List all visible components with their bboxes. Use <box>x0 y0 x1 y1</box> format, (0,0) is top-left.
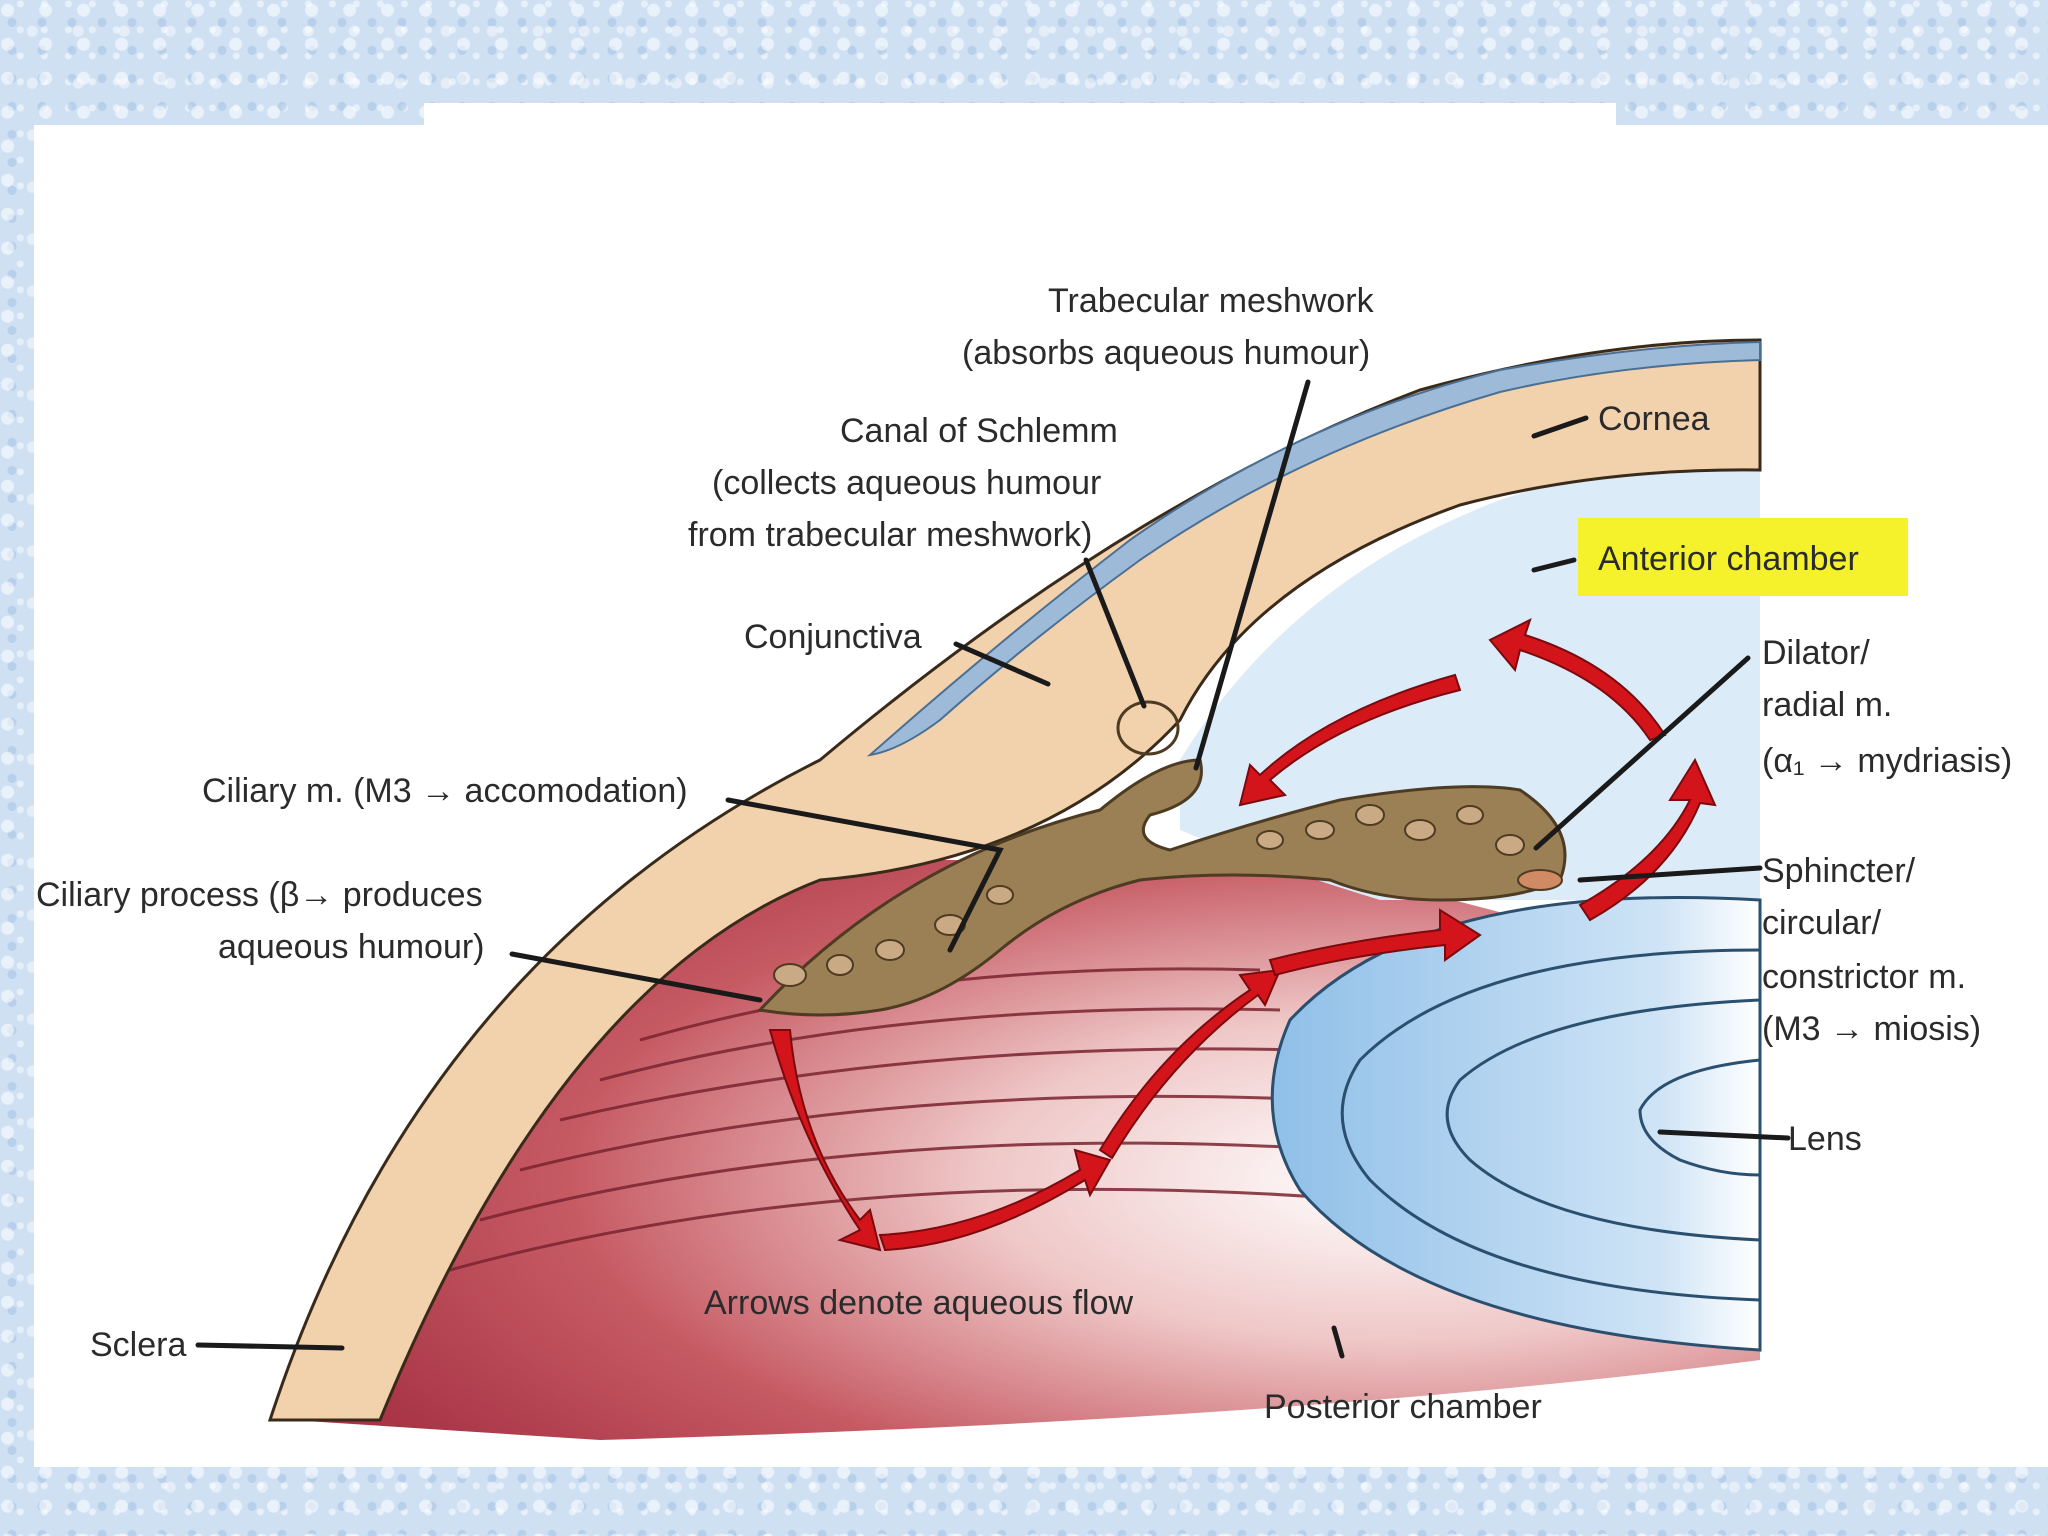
label-schlemm-line2: (collects aqueous humour <box>712 464 1101 502</box>
label-posterior-chamber: Posterior chamber <box>1264 1388 1542 1426</box>
label-sphincter-line3: constrictor m. <box>1762 958 1966 996</box>
label-schlemm-line3: from trabecular meshwork) <box>688 516 1092 554</box>
label-sclera: Sclera <box>90 1326 186 1364</box>
label-trabecular-line2: (absorbs aqueous humour) <box>962 334 1370 372</box>
pigment-granules <box>773 804 1563 987</box>
label-dilator-line2: radial m. <box>1762 686 1892 724</box>
label-ciliary-process-line1: Ciliary process (β→ produces <box>36 876 483 914</box>
label-sphincter-line4: (M3 → miosis) <box>1762 1010 1981 1048</box>
label-dilator-line3: (α₁ → mydriasis) <box>1762 742 2012 780</box>
anterior-chamber-highlight <box>1578 518 1908 596</box>
sclera-cornea-band <box>267 338 1762 1422</box>
label-anterior-chamber: Anterior chamber <box>1598 540 1859 578</box>
conjunctiva-layer <box>866 340 1761 757</box>
label-schlemm-line1: Canal of Schlemm <box>840 412 1118 450</box>
label-cornea: Cornea <box>1598 400 1710 438</box>
label-lens: Lens <box>1788 1120 1862 1158</box>
aqueous-flow-arrows <box>768 618 1717 1252</box>
label-ciliary-muscle: Ciliary m. (M3 → accomodation) <box>202 772 688 810</box>
label-trabecular-line1: Trabecular meshwork <box>1048 282 1375 320</box>
label-conjunctiva: Conjunctiva <box>744 618 922 656</box>
label-arrows-note: Arrows denote aqueous flow <box>704 1284 1133 1322</box>
label-sphincter-line2: circular/ <box>1762 904 1882 942</box>
lens-layers <box>1340 948 1761 1302</box>
label-sphincter-line1: Sphincter/ <box>1762 852 1916 890</box>
label-ciliary-process-line2: aqueous humour) <box>218 928 485 966</box>
slide-top-strip <box>424 103 1616 133</box>
canal-of-schlemm-ring <box>1116 700 1180 756</box>
label-dilator-line1: Dilator/ <box>1762 634 1870 672</box>
leader-lines <box>195 379 1791 1359</box>
